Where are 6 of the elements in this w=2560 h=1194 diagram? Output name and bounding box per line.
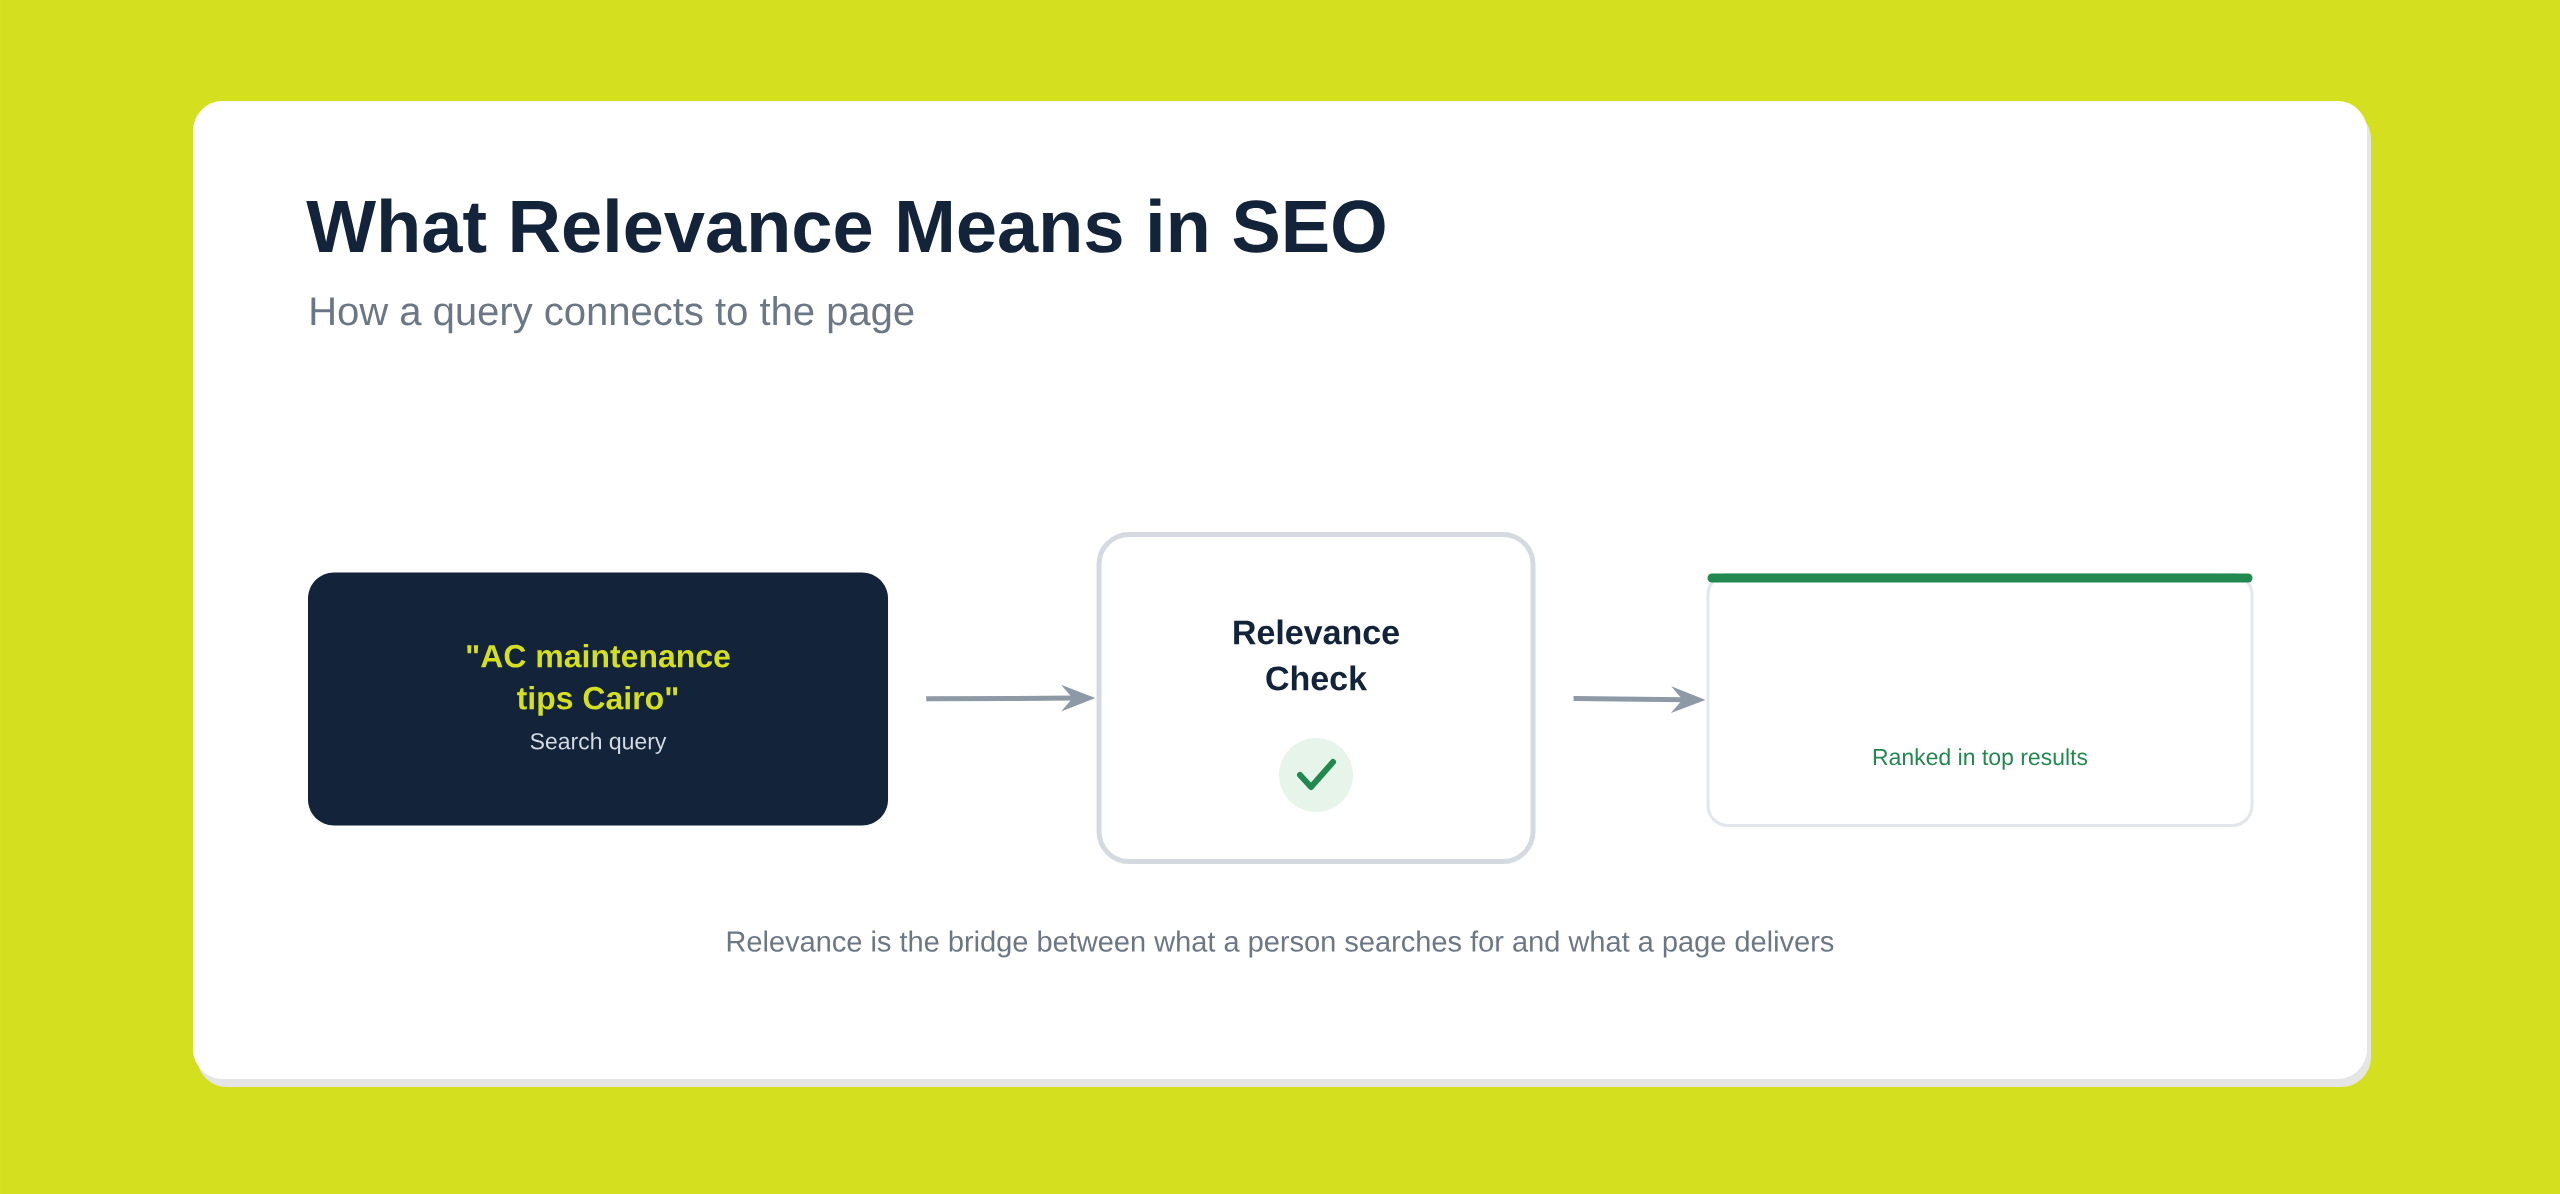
title: What Relevance Means in SEO (306, 198, 1385, 253)
check-box: Relevance Check (1096, 532, 1536, 864)
query-box: "AC maintenance tips Cairo" Search query (308, 572, 888, 826)
caption: Relevance is the bridge between what a person searches for and what a page delivers (727, 930, 1834, 958)
subtitle: How a query connects to the page (311, 296, 914, 334)
result-card: Ranked in top results (1706, 573, 2254, 827)
